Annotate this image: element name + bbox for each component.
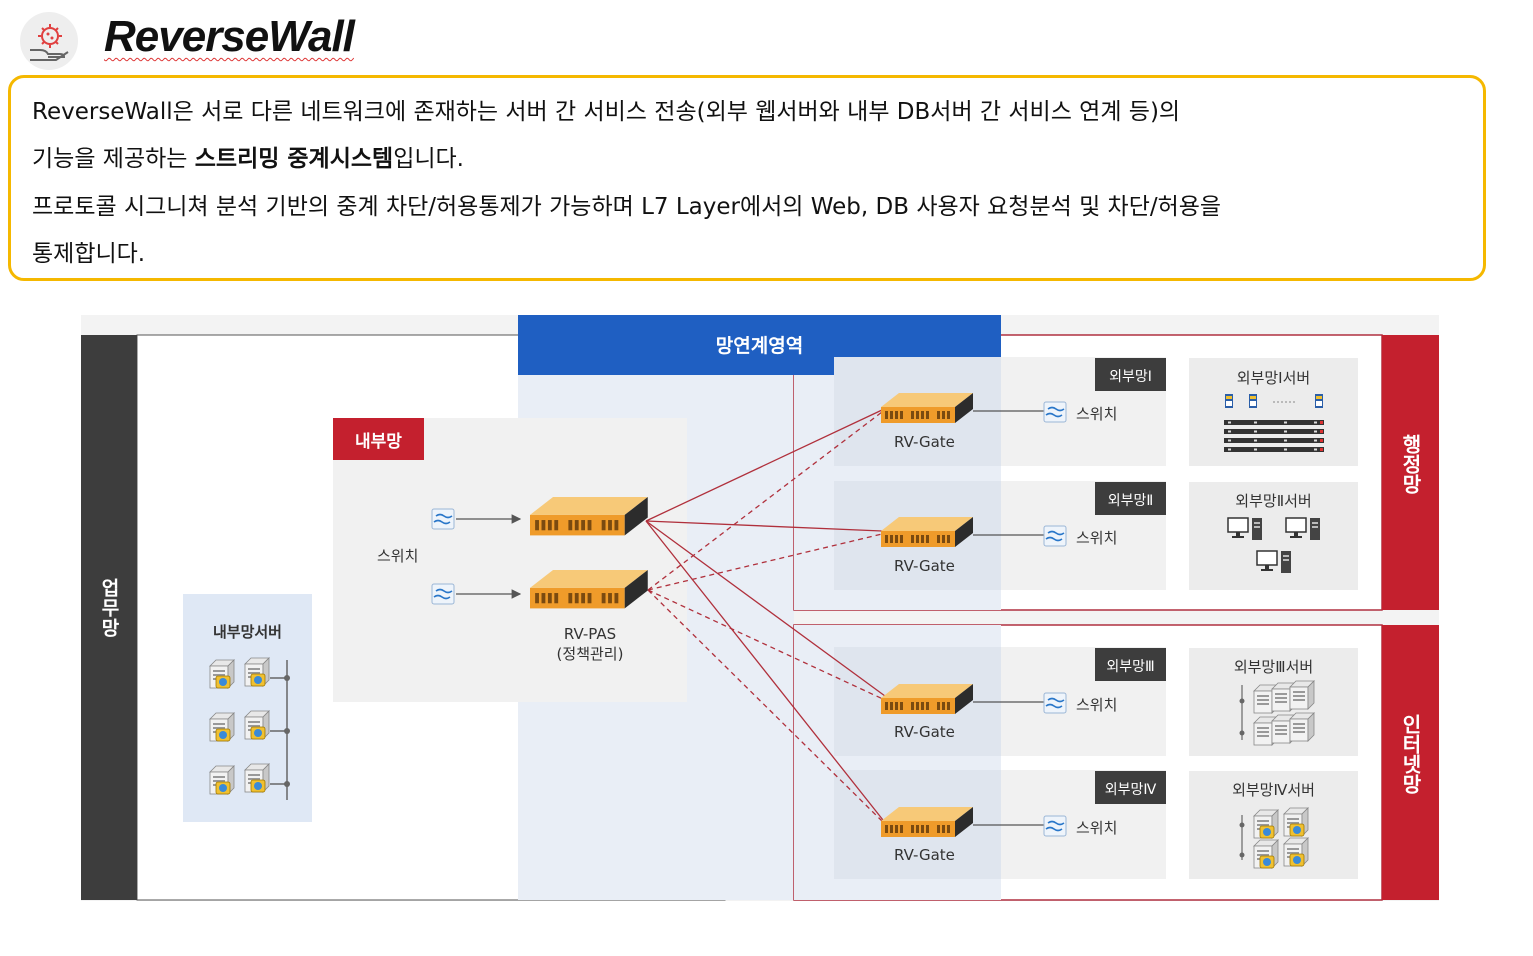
zone-admin-text: 행정망 xyxy=(1398,434,1423,494)
rv-gate-label: RV-Gate xyxy=(894,433,955,451)
switch-icon xyxy=(1043,815,1067,837)
switch-label: 스위치 xyxy=(1076,819,1118,837)
rv-gate-device-icon xyxy=(881,807,973,837)
external-3-server-label: 외부망Ⅲ서버 xyxy=(1233,658,1314,676)
external-2-server-label: 외부망Ⅱ서버 xyxy=(1235,492,1312,510)
zone-internet-label: 인터넷망 xyxy=(1382,714,1439,799)
rv-pas-name: RV-PAS xyxy=(563,625,617,643)
switch-icon xyxy=(431,508,455,530)
switch-label: 스위치 xyxy=(1076,529,1118,547)
logo-circle xyxy=(20,12,78,70)
switch-icon xyxy=(1043,692,1067,714)
rv-gate-device-icon xyxy=(881,393,973,423)
description-line-2a: 기능을 제공하는 xyxy=(32,146,195,172)
zone-business-text: 업무망 xyxy=(98,578,120,638)
switch-label: 스위치 xyxy=(377,547,419,565)
rv-gate-label: RV-Gate xyxy=(894,557,955,575)
description-line-3: 프로토콜 시그니쳐 분석 기반의 중계 차단/허용통제가 가능하며 L7 Lay… xyxy=(32,194,1222,220)
rv-gate-label: RV-Gate xyxy=(894,846,955,864)
rv-pas-device-icon xyxy=(530,570,648,609)
switch-icon xyxy=(431,583,455,605)
description-emphasis: 스트리밍 중계시스템 xyxy=(194,146,394,172)
rv-gate-device-icon xyxy=(881,517,973,547)
external-3-badge: 외부망Ⅲ xyxy=(1106,659,1155,675)
zone-admin-label: 행정망 xyxy=(1382,434,1439,499)
rv-pas-subtitle: (정책관리) xyxy=(556,645,624,663)
description-line-2: 기능을 제공하는 스트리밍 중계시스템입니다. xyxy=(32,144,464,174)
rv-gate-device-icon xyxy=(881,684,973,714)
description-box: ReverseWall은 서로 다른 네트워크에 존재하는 서버 간 서비스 전… xyxy=(8,75,1486,281)
internal-server-label: 내부망서버 xyxy=(212,623,282,641)
rv-gate-label: RV-Gate xyxy=(894,723,955,741)
external-1-server-label: 외부망Ⅰ서버 xyxy=(1236,369,1311,387)
external-3-server-group xyxy=(1239,680,1315,746)
zone-business-label: 업무망 xyxy=(81,578,137,644)
description-line-4: 통제합니다. xyxy=(32,241,146,267)
hand-virus-icon xyxy=(30,24,69,61)
external-4-server-group xyxy=(1239,808,1309,868)
external-4-badge: 외부망Ⅳ xyxy=(1104,782,1157,798)
zone-dmz-label: 망연계영역 xyxy=(715,335,804,357)
external-4-server-label: 외부망Ⅳ서버 xyxy=(1232,781,1315,799)
switch-label: 스위치 xyxy=(1076,405,1118,423)
rv-pas-device-icon xyxy=(530,497,648,536)
external-1-server-group xyxy=(1224,394,1324,452)
description-line-2b: 입니다. xyxy=(393,146,464,172)
internal-server-group xyxy=(210,658,290,800)
external-1-badge: 외부망Ⅰ xyxy=(1109,369,1152,385)
external-2-badge: 외부망Ⅱ xyxy=(1107,493,1154,509)
rv-pas-label: RV-PAS (정책관리) xyxy=(540,624,640,664)
switch-icon xyxy=(1043,525,1067,547)
switch-label: 스위치 xyxy=(1076,696,1118,714)
page-title: ReverseWall xyxy=(104,12,355,61)
zone-internet-text: 인터넷망 xyxy=(1398,714,1423,794)
internal-net-label: 내부망 xyxy=(355,432,402,452)
switch-icon xyxy=(1043,401,1067,423)
description-line-1: ReverseWall은 서로 다른 네트워크에 존재하는 서버 간 서비스 전… xyxy=(32,99,1181,125)
